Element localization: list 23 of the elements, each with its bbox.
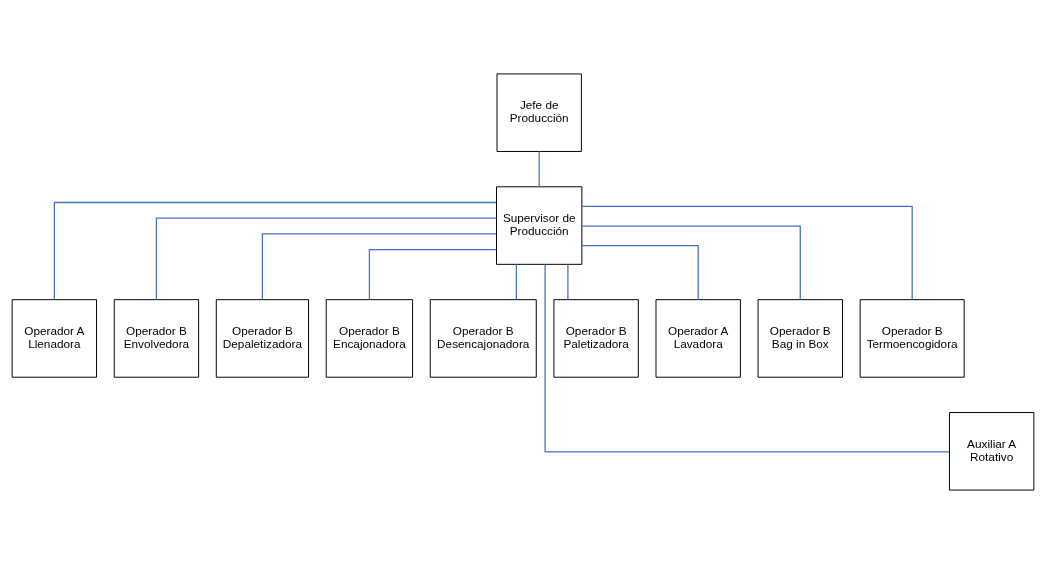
connector: [567, 263, 569, 301]
connector: [581, 205, 913, 301]
node-box: Operador B Termoencogidora: [859, 299, 965, 378]
connector: [261, 233, 497, 301]
connector: [515, 263, 517, 301]
node-box: Auxiliar A Rotativo: [948, 412, 1035, 491]
node-box: Operador B Depaletizadora: [215, 299, 310, 378]
node-box: Operador B Bag in Box: [757, 299, 843, 378]
connector: [53, 201, 497, 301]
node-box: Operador B Paletizadora: [553, 299, 639, 378]
connector: [155, 217, 498, 301]
connector: [544, 263, 950, 453]
node-box: Operador B Desencajonadora: [429, 299, 537, 378]
connector: [581, 225, 801, 301]
node-box: Operador B Envolvedora: [113, 299, 200, 378]
connector: [581, 245, 699, 301]
connector: [538, 150, 540, 188]
node-box: Operador A Llenadora: [11, 299, 98, 378]
node-box: Operador B Encajonadora: [325, 299, 414, 378]
node-box: Jefe de Producción: [496, 73, 582, 152]
node-box: Operador A Lavadora: [655, 299, 741, 378]
connector: [368, 248, 497, 301]
node-box: Supervisor de Producción: [496, 186, 583, 265]
